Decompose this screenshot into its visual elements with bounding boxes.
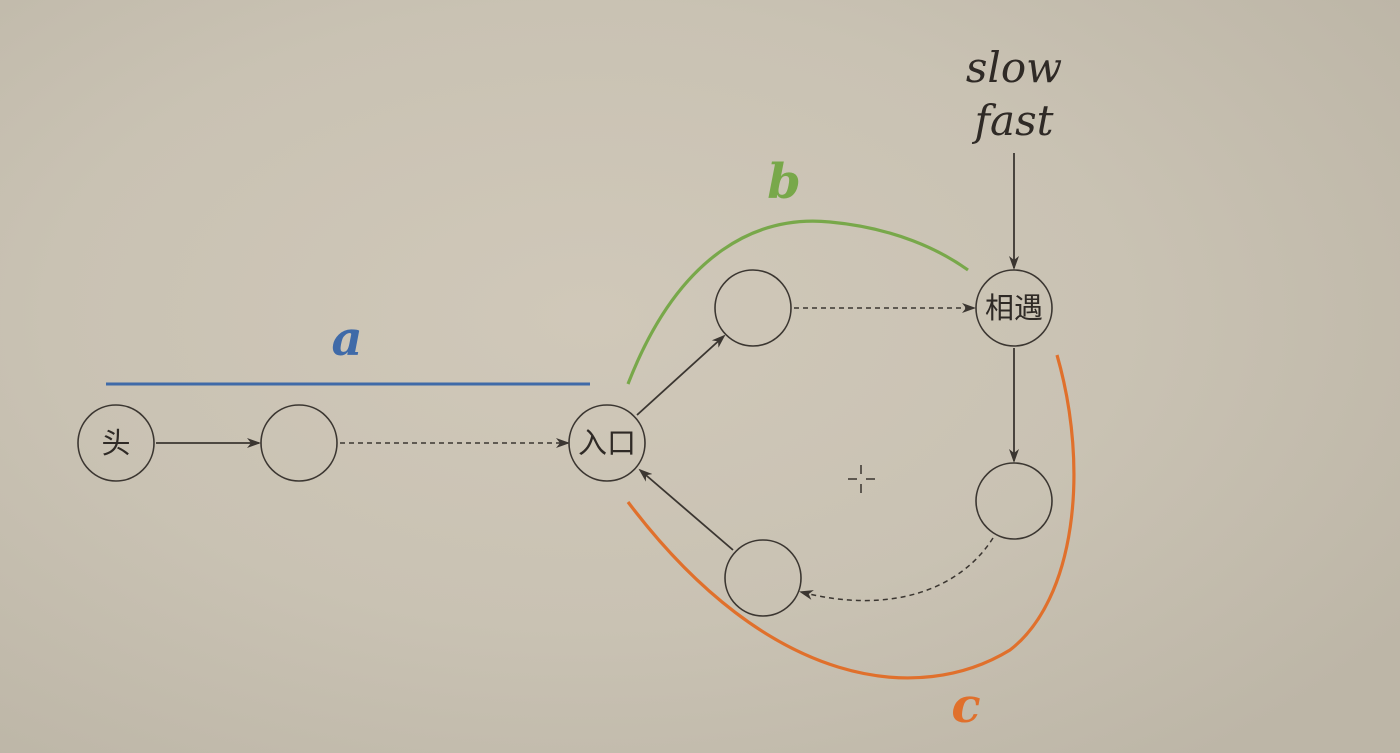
edge-entrance-to-top xyxy=(636,334,726,416)
node-meet: 相遇 xyxy=(975,269,1053,347)
node-tail-middle xyxy=(260,404,338,482)
pointer-fast-label: fast xyxy=(971,96,1053,145)
node-cycle-right xyxy=(975,462,1053,540)
node-entrance: 入口 xyxy=(568,404,646,482)
node-entrance-label: 入口 xyxy=(578,426,636,460)
pointer-slow-label: slow xyxy=(966,43,1062,92)
move-cursor-icon xyxy=(848,465,875,493)
node-head-label: 头 xyxy=(101,426,130,460)
node-meet-label: 相遇 xyxy=(985,291,1043,325)
node-head: 头 xyxy=(77,404,155,482)
edge-bottom-to-entrance xyxy=(638,468,734,551)
node-cycle-bottom xyxy=(724,539,802,617)
segment-a-label: a xyxy=(331,311,362,367)
segment-c-arc xyxy=(626,354,1076,680)
segment-b-arc xyxy=(626,219,969,385)
segment-b-label: b xyxy=(767,154,801,210)
segment-c-label: c xyxy=(951,678,980,734)
edge-right-to-bottom-dashed xyxy=(799,537,994,602)
node-cycle-top xyxy=(714,269,792,347)
